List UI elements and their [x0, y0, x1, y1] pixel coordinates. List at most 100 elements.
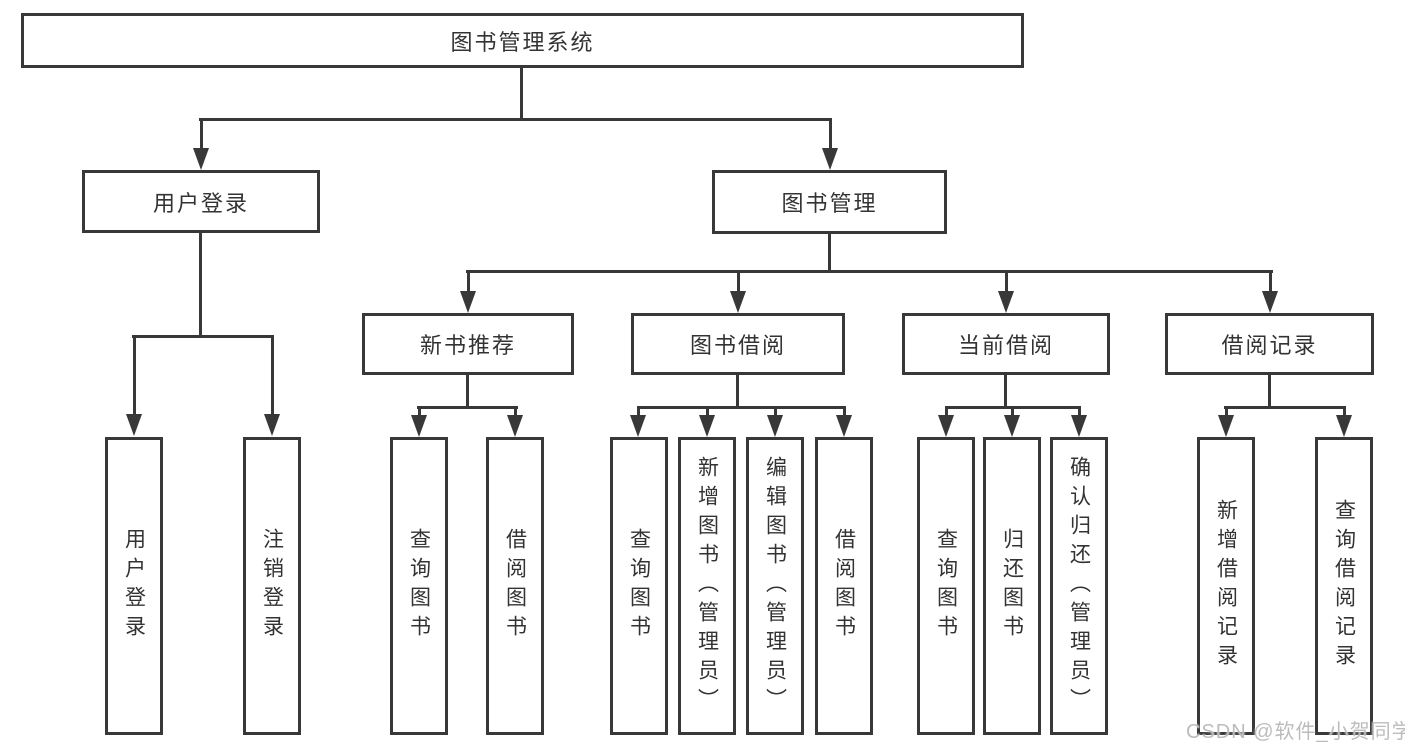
- node-book-management: 图书管理: [712, 170, 947, 234]
- node-leaf-query-books-3: 查询图书: [917, 437, 975, 735]
- node-leaf-add-borrow-record: 新增借阅记录: [1197, 437, 1255, 735]
- arrow-stem: [270, 337, 274, 416]
- node-new-book-recommend: 新书推荐: [362, 313, 574, 375]
- arrow-down-to-cb-query-icon: [938, 408, 954, 437]
- arrow-stem: [1010, 408, 1014, 417]
- arrow-down-to-bb-edit-icon: [767, 408, 783, 437]
- connector-borrow-record-vertical-line: [1268, 375, 1271, 409]
- connector-user-login-vertical-line: [199, 233, 202, 338]
- arrow-head-icon: [822, 148, 838, 170]
- node-leaf-edit-books-admin: 编辑图书（管理员）: [746, 437, 804, 735]
- connector-book-borrow-vertical-line: [736, 375, 739, 409]
- arrow-down-to-bb-borrow-icon: [836, 408, 852, 437]
- node-user-login: 用户登录: [82, 170, 320, 233]
- node-leaf-add-books-admin: 新增图书（管理员）: [678, 437, 736, 735]
- node-current-borrow: 当前借阅: [902, 313, 1110, 375]
- arrow-head-icon: [1004, 415, 1020, 437]
- arrow-stem: [466, 272, 470, 293]
- arrow-head-icon: [126, 414, 142, 436]
- arrow-head-icon: [836, 415, 852, 437]
- arrow-stem: [417, 408, 421, 417]
- node-leaf-borrow-books: 借阅图书: [486, 437, 544, 735]
- node-borrow-record: 借阅记录: [1165, 313, 1374, 375]
- connector-borrow-record-horizontal-line: [1224, 406, 1346, 409]
- arrow-stem: [773, 408, 777, 417]
- connector-user-login-horizontal-line: [132, 335, 274, 338]
- leaf-label: 新增图书（管理员）: [695, 455, 719, 717]
- connector-book-mgmt-horizontal-line: [466, 270, 1273, 273]
- arrow-head-icon: [507, 415, 523, 437]
- arrow-down-to-new-book-rec-icon: [460, 272, 476, 313]
- arrow-down-to-nb-query-icon: [411, 408, 427, 437]
- connector-current-borrow-vertical-line: [1004, 375, 1007, 409]
- arrow-down-to-br-add-icon: [1218, 408, 1234, 437]
- arrow-head-icon: [938, 415, 954, 437]
- node-leaf-query-borrow-record: 查询借阅记录: [1315, 437, 1373, 735]
- connector-new-book-vertical-line: [466, 375, 469, 409]
- arrow-down-to-cb-confirm-icon: [1071, 408, 1087, 437]
- arrow-head-icon: [1218, 415, 1234, 437]
- arrow-stem: [1224, 408, 1228, 417]
- node-library-system: 图书管理系统: [21, 13, 1024, 68]
- arrow-stem: [1342, 408, 1346, 417]
- connector-current-borrow-horizontal-line: [945, 406, 1081, 409]
- arrow-down-to-bb-add-icon: [699, 408, 715, 437]
- arrow-head-icon: [1336, 415, 1352, 437]
- arrow-down-to-bb-query-icon: [630, 408, 646, 437]
- node-leaf-logout: 注销登录: [243, 437, 301, 735]
- node-leaf-borrow-books-2: 借阅图书: [815, 437, 873, 735]
- arrow-head-icon: [411, 415, 427, 437]
- node-leaf-return-books: 归还图书: [983, 437, 1041, 735]
- connector-root-horizontal-line: [199, 118, 832, 121]
- leaf-label: 归还图书: [1000, 528, 1024, 644]
- leaf-label: 查询图书: [407, 528, 431, 644]
- arrow-down-to-cb-return-icon: [1004, 408, 1020, 437]
- node-leaf-query-books: 查询图书: [390, 437, 448, 735]
- arrow-down-to-book-mgmt-icon: [822, 119, 838, 170]
- leaf-label: 注销登录: [260, 528, 284, 644]
- leaf-label: 编辑图书（管理员）: [763, 455, 787, 717]
- arrow-down-to-current-borrow-icon: [998, 272, 1014, 313]
- arrow-stem: [842, 408, 846, 417]
- arrow-stem: [705, 408, 709, 417]
- arrow-head-icon: [998, 291, 1014, 313]
- arrow-head-icon: [699, 415, 715, 437]
- node-leaf-confirm-return-admin: 确认归还（管理员）: [1050, 437, 1108, 735]
- arrow-stem: [1268, 272, 1272, 293]
- arrow-stem: [944, 408, 948, 417]
- leaf-label: 查询图书: [627, 528, 651, 644]
- arrow-stem: [513, 408, 517, 417]
- arrow-stem: [828, 119, 832, 150]
- arrow-stem: [1004, 272, 1008, 293]
- leaf-label: 用户登录: [122, 528, 146, 644]
- arrow-stem: [1077, 408, 1081, 417]
- arrow-down-to-nb-borrow-icon: [507, 408, 523, 437]
- leaf-label: 查询图书: [934, 528, 958, 644]
- connector-new-book-horizontal-line: [417, 406, 518, 409]
- arrow-down-to-login-icon: [126, 337, 142, 436]
- node-leaf-login: 用户登录: [105, 437, 163, 735]
- arrow-head-icon: [730, 291, 746, 313]
- arrow-head-icon: [630, 415, 646, 437]
- leaf-label: 查询借阅记录: [1332, 499, 1356, 673]
- arrow-head-icon: [767, 415, 783, 437]
- arrow-down-to-borrow-record-icon: [1262, 272, 1278, 313]
- arrow-head-icon: [1071, 415, 1087, 437]
- connector-book-borrow-horizontal-line: [637, 406, 846, 409]
- arrow-down-to-logout-icon: [264, 337, 280, 436]
- arrow-head-icon: [193, 148, 209, 170]
- arrow-stem: [199, 119, 203, 150]
- arrow-stem: [736, 272, 740, 293]
- leaf-label: 新增借阅记录: [1214, 499, 1238, 673]
- connector-book-mgmt-vertical-line: [828, 234, 831, 273]
- arrow-down-to-book-borrow-icon: [730, 272, 746, 313]
- arrow-down-to-user-login-icon: [193, 119, 209, 170]
- leaf-label: 确认归还（管理员）: [1067, 455, 1091, 717]
- leaf-label: 借阅图书: [503, 528, 527, 644]
- arrow-stem: [636, 408, 640, 417]
- arrow-head-icon: [1262, 291, 1278, 313]
- arrow-stem: [132, 337, 136, 416]
- arrow-down-to-br-query-icon: [1336, 408, 1352, 437]
- arrow-head-icon: [264, 414, 280, 436]
